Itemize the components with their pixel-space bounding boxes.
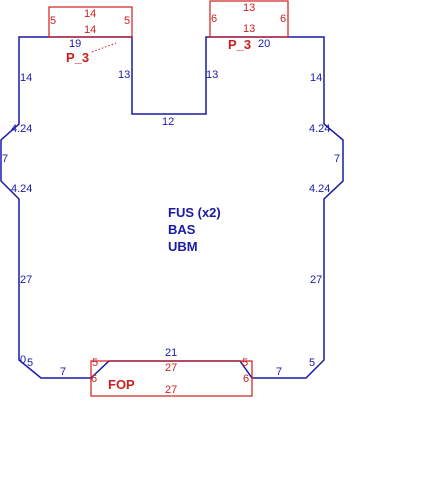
dim-left-chamfer-upper: 4.24	[11, 123, 32, 135]
bottom-dim-side-left: 6	[91, 373, 97, 385]
dim-top-left: 19	[69, 38, 81, 50]
dim-notch-bottom: 12	[162, 116, 174, 128]
tab-right-dim-left: 6	[211, 13, 217, 25]
dim-left-upper: 14	[20, 72, 32, 84]
dim-right-upper: 14	[310, 72, 322, 84]
main-outline	[0, 36, 344, 379]
label-bottom: FOP	[108, 377, 135, 392]
dim-bottom-left-chamfer: 5	[27, 357, 33, 369]
dim-left-chamfer-lower: 4.24	[11, 183, 32, 195]
bottom-piece-outline	[90, 360, 253, 397]
dim-notch-left: 13	[118, 69, 130, 81]
tab-right-dim-top: 13	[243, 2, 255, 14]
dim-right-chamfer-upper: 4.24	[309, 123, 330, 135]
dim-right-middle: 7	[334, 153, 340, 165]
dim-bottom-left-corner: 0	[20, 354, 26, 366]
tab-left-dim-inner: 14	[84, 24, 96, 36]
dim-bottom-right-chamfer: 5	[309, 357, 315, 369]
dim-notch-right: 13	[206, 69, 218, 81]
dim-left-lower: 27	[20, 274, 32, 286]
label-ubm: UBM	[168, 239, 198, 254]
dim-bottom-left-edge: 7	[60, 366, 66, 378]
label-tab-left: P_3	[66, 50, 89, 65]
bottom-dim-bottom: 27	[165, 384, 177, 396]
bottom-dim-inner: 27	[165, 362, 177, 374]
label-fus: FUS (x2)	[168, 205, 221, 220]
dim-right-lower: 27	[310, 274, 322, 286]
bottom-dim-top-right: 5	[242, 357, 248, 369]
label-tab-right: P_3	[228, 37, 251, 52]
dim-bottom-center: 21	[165, 347, 177, 359]
dim-bottom-right-edge: 7	[276, 366, 282, 378]
tab-right-dim-inner: 13	[243, 23, 255, 35]
bottom-dim-side-right: 6	[243, 373, 249, 385]
label-bas: BAS	[168, 222, 196, 237]
tab-left-dim-right: 5	[124, 15, 130, 27]
tab-left-dim-left: 5	[50, 15, 56, 27]
tab-right-outline	[209, 0, 289, 38]
dim-top-right: 20	[258, 38, 270, 50]
leader-line	[91, 42, 117, 53]
tab-left-outline	[48, 6, 133, 38]
bottom-dim-top-left: 5	[92, 357, 98, 369]
tab-right-dim-right: 6	[280, 13, 286, 25]
tab-left-dim-top: 14	[84, 8, 96, 20]
dim-right-chamfer-lower: 4.24	[309, 183, 330, 195]
dim-left-middle: 7	[2, 153, 8, 165]
